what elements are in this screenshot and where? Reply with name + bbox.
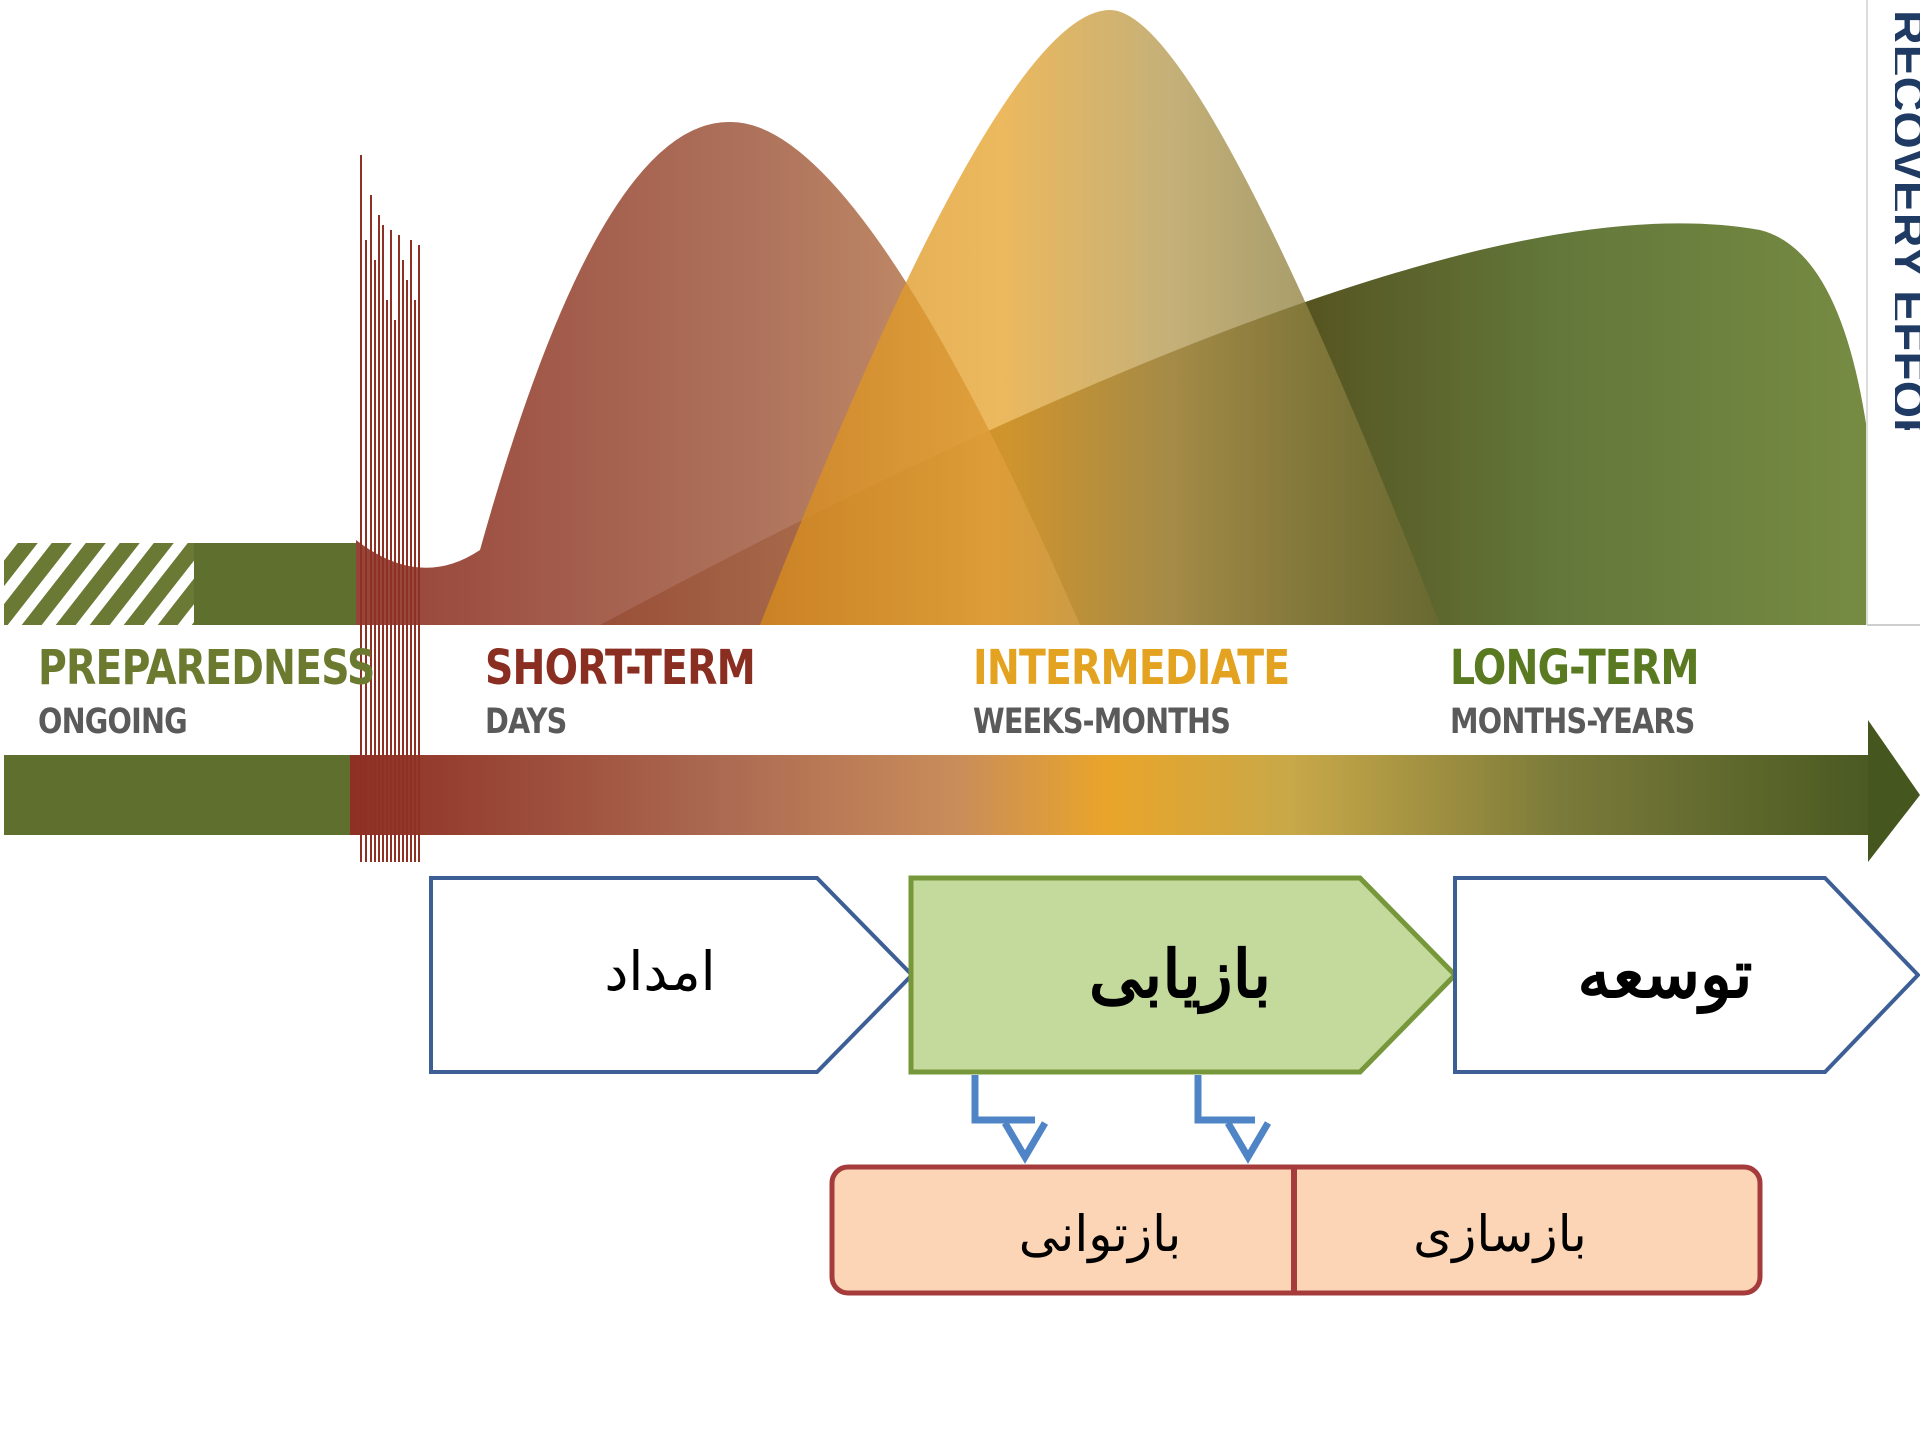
connector-to-rehabilitation: [971, 1075, 1049, 1164]
phase-sub-long-term: MONTHS-YEARS: [1450, 702, 1695, 742]
label-strip: [0, 625, 1867, 753]
side-caption: RECOVERY EFFORTS: [1895, 10, 1920, 430]
sub-stage-label-reconstruction: بازسازی: [1413, 1205, 1587, 1263]
connector-to-reconstruction: [1194, 1075, 1272, 1164]
stage-label-development: توسعه: [1577, 935, 1753, 1013]
stage-chevron-recovery: [908, 875, 1459, 1075]
phase-sub-short-term: DAYS: [485, 702, 567, 742]
disaster-impact-lines: [360, 155, 420, 862]
stage-chevron-relief: [429, 876, 915, 1074]
preparedness-bar: [4, 755, 350, 835]
timeline-bar: [350, 755, 1868, 835]
preparedness-solid-band: [194, 543, 356, 625]
stage-chevron-development: [1453, 876, 1920, 1074]
stage-label-relief: امداد: [604, 940, 716, 1003]
preparedness-stripe-band: [4, 543, 194, 625]
phase-sub-intermediate: WEEKS-MONTHS: [973, 702, 1231, 742]
phase-title-preparedness: PREPAREDNESS: [38, 640, 375, 696]
phase-sub-preparedness: ONGOING: [38, 702, 188, 742]
intermediate-wave: [760, 10, 1440, 625]
phase-title-intermediate: INTERMEDIATE: [973, 640, 1290, 696]
timeline-arrowhead: [1868, 720, 1920, 862]
phase-title-long-term: LONG-TERM: [1450, 640, 1700, 696]
phase-title-short-term: SHORT-TERM: [485, 640, 756, 696]
stage-label-recovery: بازیابی: [1088, 935, 1272, 1013]
sub-stage-label-rehabilitation: بازتوانی: [1018, 1205, 1182, 1263]
